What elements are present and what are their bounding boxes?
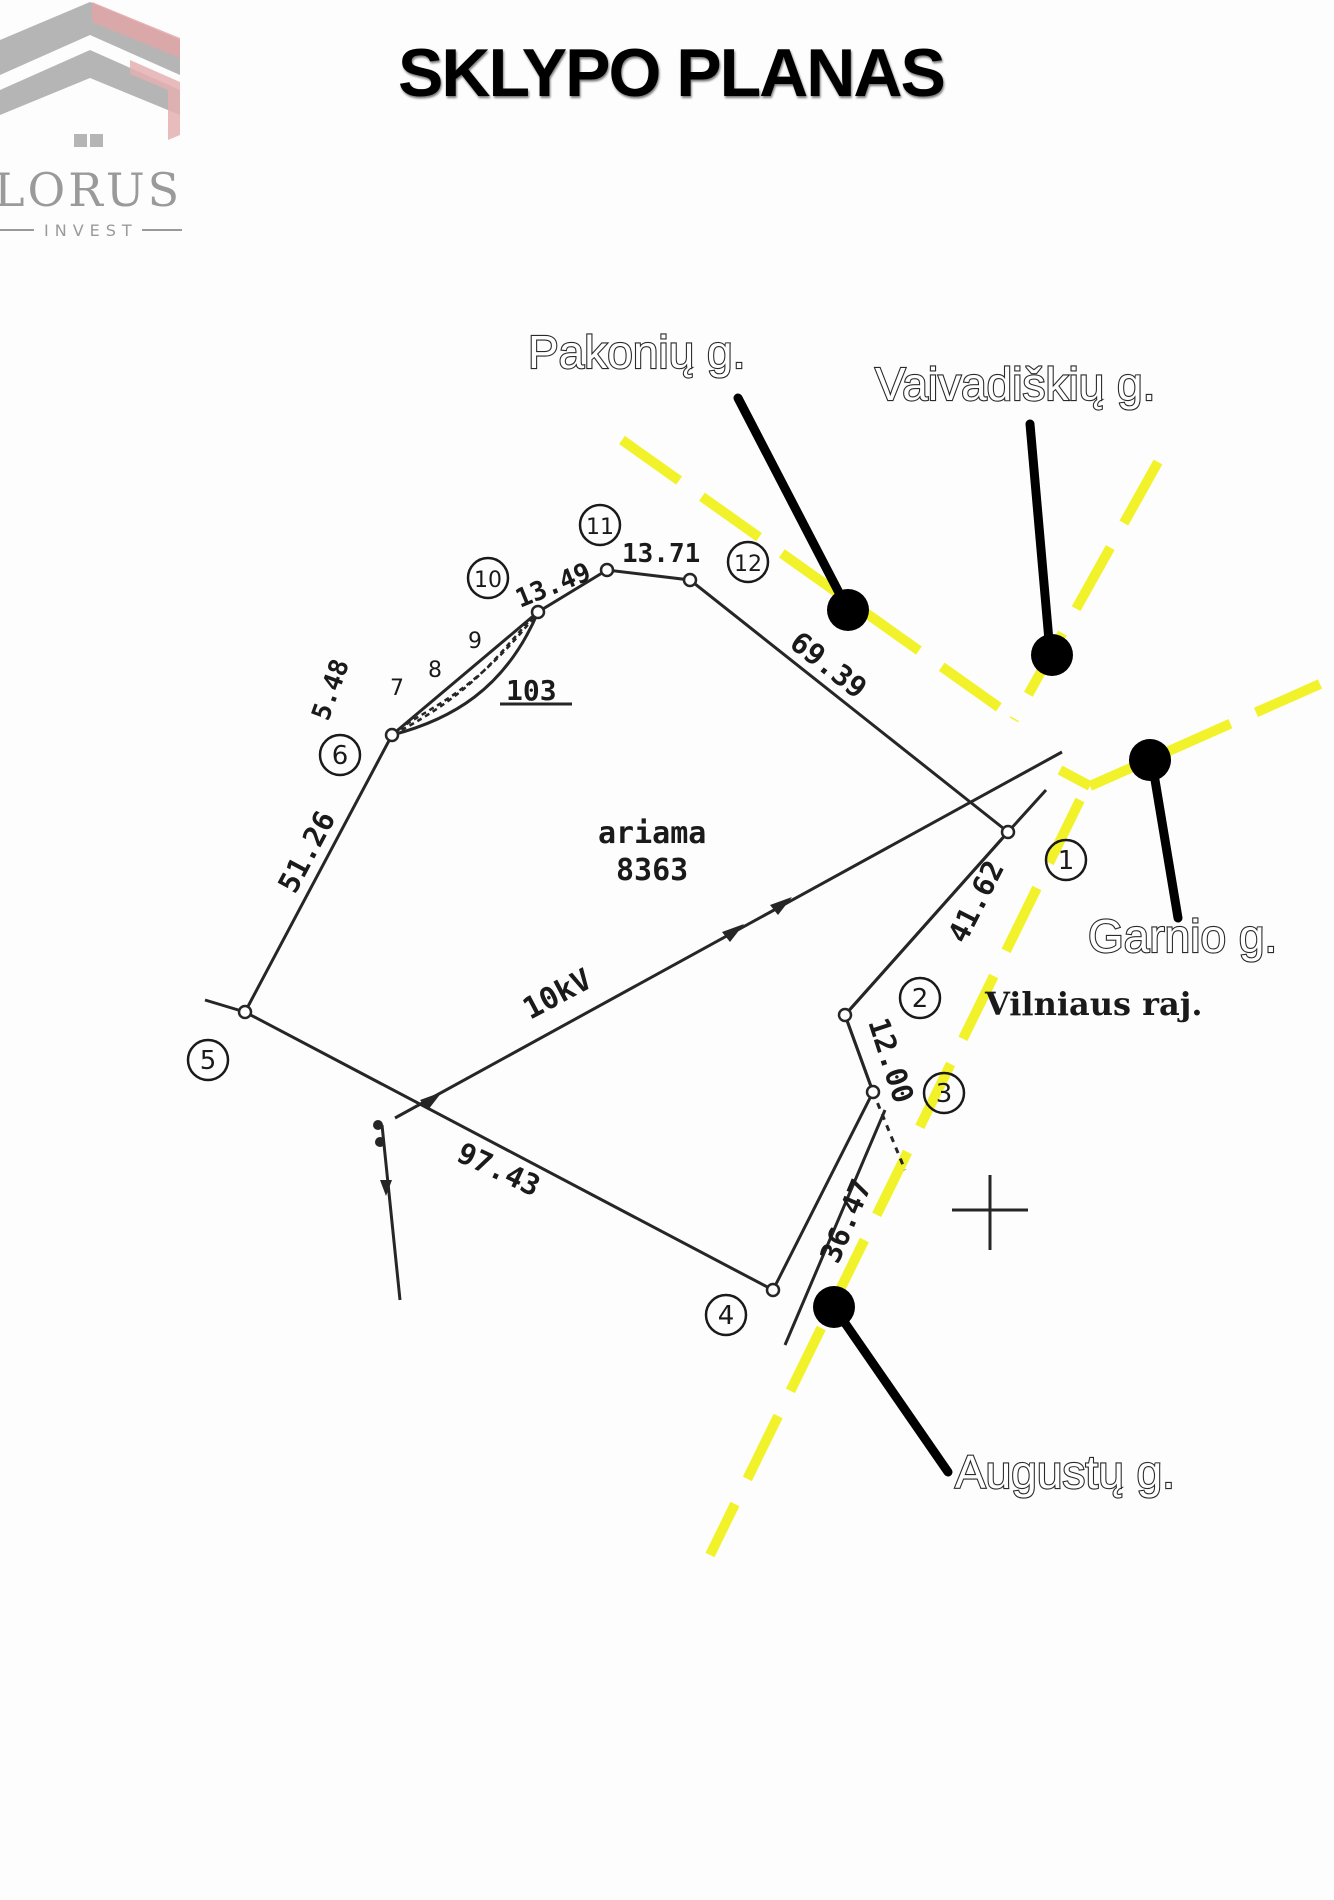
leader-pakoniu	[733, 393, 853, 615]
vertex-3	[865, 1084, 881, 1100]
logo-accent-pink	[92, 2, 180, 58]
parcel-vertices	[237, 562, 1016, 1298]
edge-2-3-bold	[843, 1014, 875, 1093]
corner-label-10: 10	[474, 568, 502, 593]
edge-length-6-7: 5.48	[306, 655, 356, 724]
logo-name: LORUS	[0, 163, 182, 217]
corner-label-3: 3	[936, 1079, 953, 1109]
region-label: Vilniaus raj.	[984, 985, 1202, 1023]
corner-label-5: 5	[200, 1046, 217, 1076]
corner-label-4: 4	[718, 1301, 735, 1331]
land-use-label: ariama	[598, 816, 706, 851]
edge-length-10-11: 13.49	[511, 557, 595, 614]
inner-point-9: 9	[468, 629, 482, 654]
road-augustu	[705, 797, 1085, 1558]
inner-point-8: 8	[428, 658, 442, 683]
parcel-boundary	[204, 568, 1048, 1346]
corner-ring-11	[578, 503, 622, 547]
powerline-branch-arrow	[380, 1180, 392, 1196]
powerline-node-2	[375, 1137, 385, 1147]
pin-augustu	[813, 1286, 855, 1328]
corner-label-1: 1	[1058, 846, 1075, 876]
edge-length-1-2: 41.62	[941, 855, 1011, 948]
corner-ring-5	[186, 1038, 230, 1082]
pin-vaivadiskiu	[1031, 634, 1073, 676]
roads	[619, 435, 1323, 1558]
area-value: 8363	[616, 853, 688, 888]
road-pakoniu	[619, 435, 1017, 723]
road-garnio	[1087, 679, 1323, 791]
corner-ring-4	[704, 1293, 748, 1337]
logo-subtitle: INVEST	[44, 221, 138, 240]
street-markers	[733, 393, 1183, 1477]
inner-point-7: 7	[390, 676, 404, 701]
edge-length-11-12: 13.71	[622, 539, 700, 569]
vertex-4	[765, 1282, 781, 1298]
street-label-vaivadiskiu: Vaivadiškių g.	[875, 358, 1155, 410]
street-label-garnio: Garnio g.	[1088, 910, 1277, 962]
vertex-2	[837, 1007, 853, 1023]
corner-ring-1	[1044, 838, 1088, 882]
edge-1-2-bold	[843, 831, 1010, 1016]
corner-label-11: 11	[586, 515, 614, 540]
page-title: SKLYPO PLANAS	[398, 35, 944, 111]
corner-ring-10	[466, 556, 510, 600]
corner-ring-6	[318, 733, 362, 777]
leader-vaivadiskiu	[1025, 419, 1055, 657]
pin-garnio	[1129, 739, 1171, 781]
powerline-node-1	[373, 1120, 383, 1130]
street-label-pakoniu: Pakonių g.	[528, 326, 745, 378]
leader-augustu	[831, 1305, 953, 1477]
inner-points: 7 8 9	[390, 629, 482, 701]
subparcel-label: 103	[506, 674, 557, 707]
edge-3-4-ext	[783, 1109, 887, 1346]
corner-label-2: 2	[912, 984, 929, 1014]
pin-pakoniu	[827, 589, 869, 631]
corner-labels: 1 2 3 4 5 6 10 11 12	[186, 503, 1088, 1337]
logo-window-2	[90, 134, 103, 147]
edge-3-dotted	[871, 1091, 907, 1171]
vertex-5	[237, 1004, 253, 1020]
survey-cross	[952, 1175, 1028, 1250]
road-junction	[1057, 765, 1093, 791]
logo-roof-gray-2	[0, 50, 180, 115]
leader-garnio	[1147, 757, 1183, 923]
corner-label-6: 6	[332, 741, 349, 771]
corner-ring-2	[898, 976, 942, 1020]
vertex-12	[682, 572, 698, 588]
vertex-1	[1000, 824, 1016, 840]
corner-label-12: 12	[734, 552, 762, 577]
street-label-augustu: Augustų g.	[955, 1446, 1175, 1498]
corner-ring-3	[922, 1071, 966, 1115]
logo-accent-pink-2	[130, 60, 180, 140]
road-vaivadiskiu	[1009, 459, 1163, 723]
street-names: Pakonių g. Vaivadiškių g. Garnio g. Augu…	[527, 325, 1278, 1499]
vertex-11	[599, 562, 615, 578]
powerline-label: 10kV	[517, 962, 597, 1027]
powerline	[373, 750, 1063, 1301]
subparcel-inner-curve	[391, 611, 540, 737]
logo-window-1	[74, 134, 87, 147]
vertex-6	[384, 727, 400, 743]
corner1-tick	[1006, 788, 1048, 834]
powerline-branch	[380, 1124, 402, 1301]
company-logo: LORUS INVEST	[0, 2, 182, 240]
corner-ring-12	[726, 540, 770, 584]
vertex-10	[530, 604, 546, 620]
